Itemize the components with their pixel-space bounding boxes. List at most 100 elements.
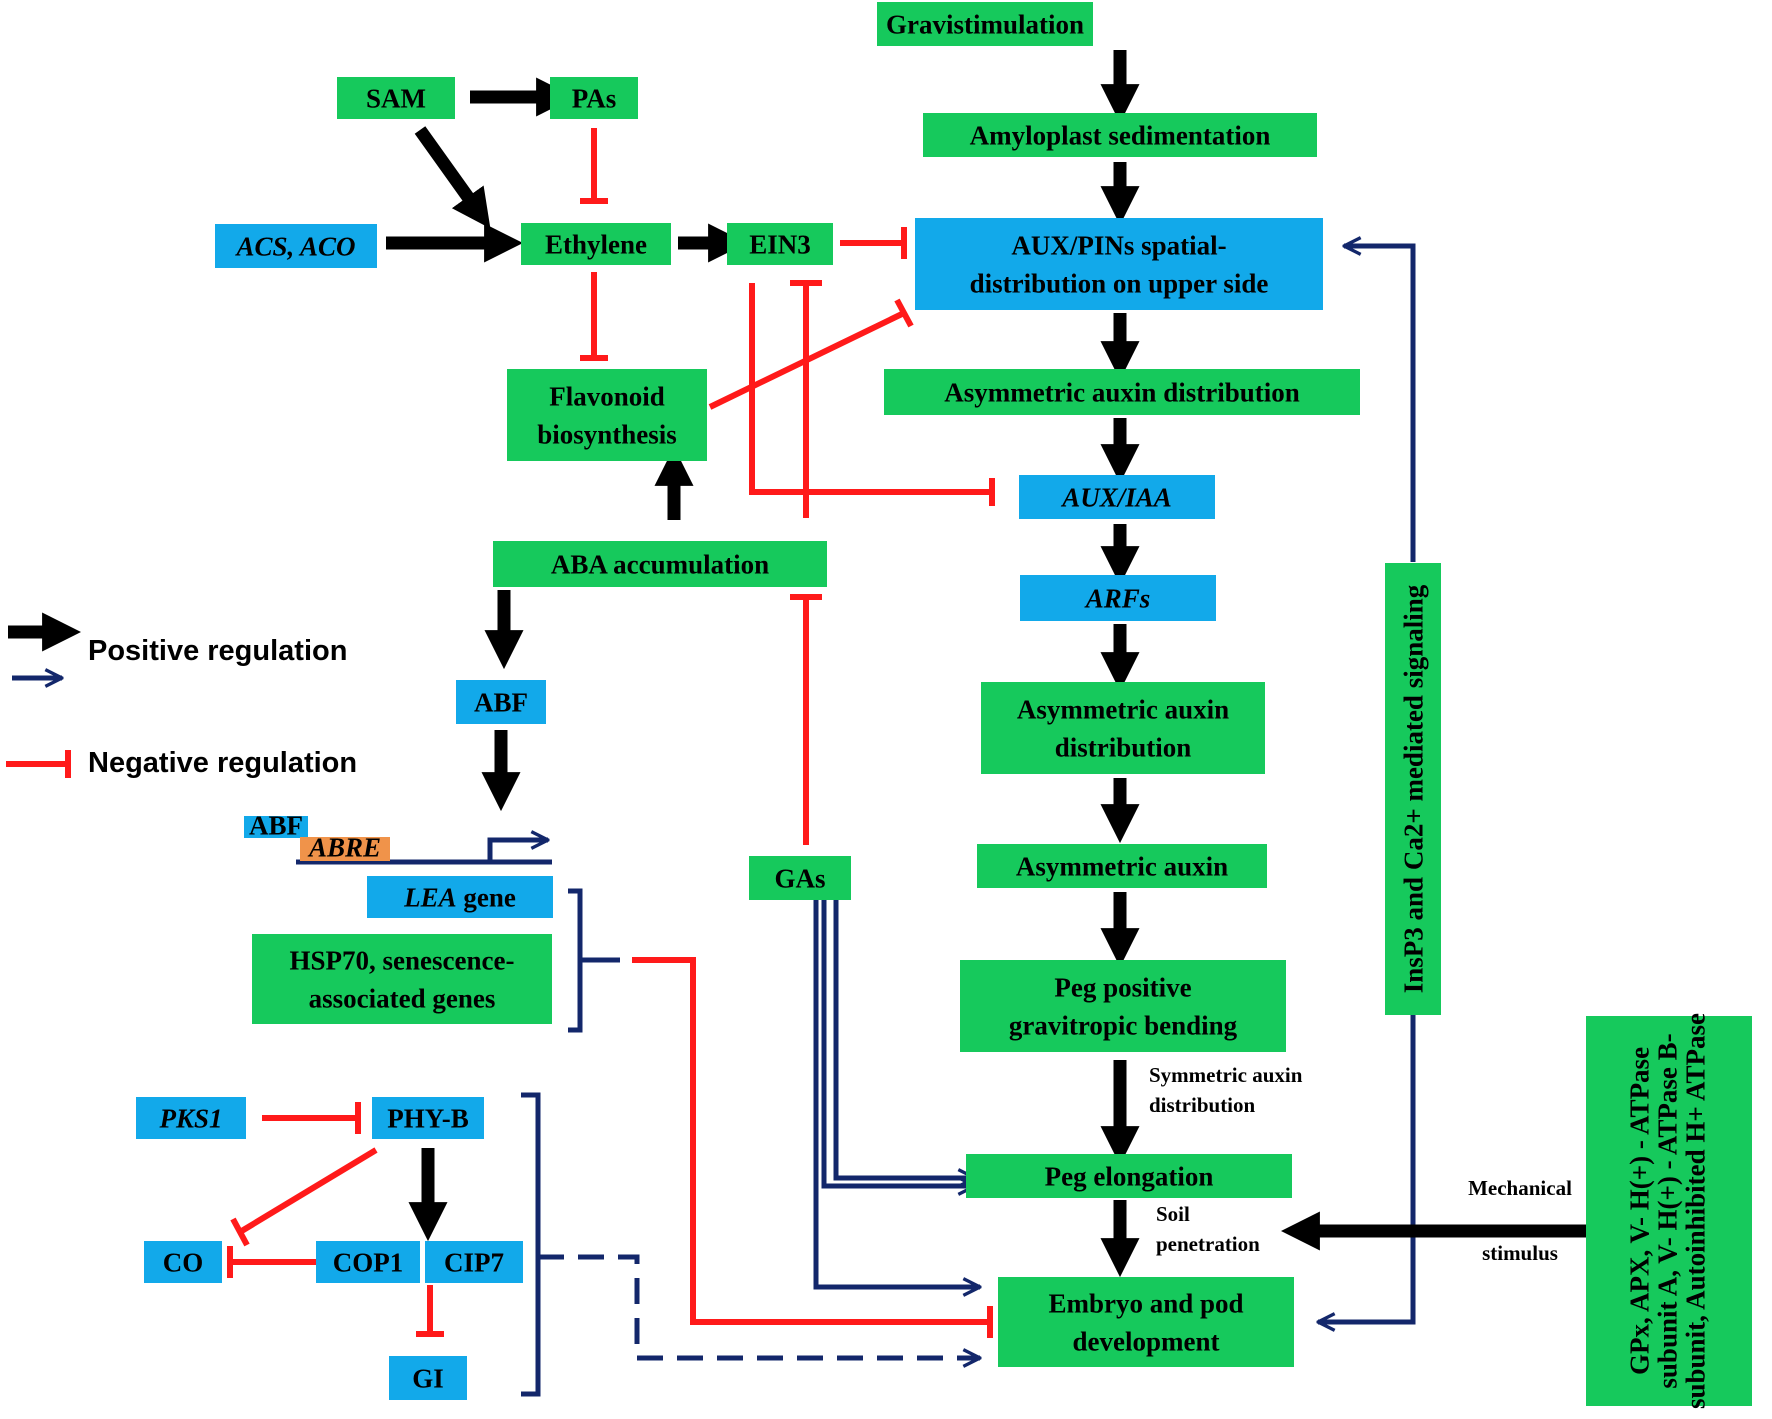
positive-signal-32	[821, 900, 975, 1186]
node-amyloplast-sedimentation: Amyloplast sedimentation	[923, 113, 1317, 157]
node-peg-elongation-label: Peg elongation	[1045, 1161, 1214, 1191]
node-gpx-atpase-proteins-box	[1586, 1016, 1752, 1406]
node-acs-aco-box	[215, 224, 377, 268]
node-pas-box	[550, 77, 638, 119]
node-abre-label: ABRE	[307, 832, 381, 862]
node-ethylene-box	[521, 223, 671, 265]
node-aux-pins-distribution: AUX/PINs spatial-distribution on upper s…	[915, 218, 1323, 310]
node-hsp70-senescence-label: HSP70, senescence-associated genes	[290, 945, 515, 1013]
node-abf-small-box	[244, 816, 308, 838]
node-cip7-box	[425, 1241, 523, 1283]
node-asymmetric-auxin: Asymmetric auxin	[977, 844, 1267, 888]
node-pks1: PKS1	[136, 1097, 246, 1139]
positive-signal-34	[833, 900, 975, 1178]
node-abf-small: ABF	[244, 810, 308, 840]
node-co-box	[144, 1241, 222, 1283]
node-aux-pins-distribution-box	[915, 218, 1323, 310]
node-amyloplast-sedimentation-label: Amyloplast sedimentation	[970, 120, 1271, 150]
node-ein3-box	[727, 223, 833, 265]
node-aba-accumulation-label: ABA accumulation	[551, 549, 769, 579]
negative-inhibition-18	[749, 283, 995, 506]
negative-inhibition-20	[790, 594, 822, 845]
node-ein3: EIN3	[727, 223, 833, 265]
negative-inhibition-28	[230, 1147, 378, 1247]
node-embryo-pod-development-box	[998, 1277, 1294, 1367]
node-abf-box	[456, 680, 546, 724]
node-gpx-atpase-proteins-label: GPx, APX, V- H(+) - ATPasesubunit A, V- …	[1624, 1013, 1710, 1409]
node-pks1-box	[136, 1097, 246, 1139]
node-peg-elongation: Peg elongation	[966, 1154, 1292, 1198]
node-aba-accumulation: ABA accumulation	[493, 541, 827, 587]
node-phy-b-label: PHY-B	[387, 1103, 469, 1133]
node-pas-label: PAs	[572, 83, 617, 113]
node-cop1: COP1	[316, 1241, 420, 1283]
legend-negative-label: Negative regulation	[88, 747, 357, 779]
positive-signal-35	[1344, 246, 1416, 562]
node-abf-label: ABF	[474, 687, 528, 717]
node-asymmetric-auxin-distribution-1: Asymmetric auxin distribution	[884, 369, 1360, 415]
node-abre: ABRE	[300, 832, 390, 862]
node-pas: PAs	[550, 77, 638, 119]
note-stimulus: stimulus	[1482, 1241, 1558, 1265]
negative-inhibition-19	[790, 280, 822, 518]
node-gi-box	[389, 1356, 467, 1400]
node-gravistimulation-label: Gravistimulation	[886, 9, 1084, 39]
node-acs-aco-label: ACS, ACO	[234, 231, 355, 261]
node-co: CO	[144, 1241, 222, 1283]
negative-inhibition-29	[227, 1246, 316, 1278]
node-peg-gravitropic-bending-box	[960, 960, 1286, 1052]
node-ethylene-label: Ethylene	[545, 229, 647, 259]
negative-inhibition-16	[840, 227, 907, 259]
node-arfs-label: ARFs	[1084, 583, 1151, 613]
node-peg-elongation-box	[966, 1154, 1292, 1198]
node-gravistimulation: Gravistimulation	[877, 2, 1093, 46]
node-sam: SAM	[337, 77, 455, 119]
positive-arrow-11	[414, 126, 491, 229]
node-asymmetric-auxin-distribution-2-box	[981, 682, 1265, 774]
node-gas-box	[749, 856, 851, 900]
phyb-bracket	[521, 1092, 541, 1397]
node-gpx-atpase-proteins: GPx, APX, V- H(+) - ATPasesubunit A, V- …	[1586, 1013, 1752, 1409]
node-sam-label: SAM	[366, 83, 426, 113]
negative-inhibition-14	[580, 128, 608, 204]
node-cop1-box	[316, 1241, 420, 1283]
node-abre-box	[300, 837, 390, 861]
node-insp3-ca-signaling-label: InsP3 and Ca2+ mediated signaling	[1398, 584, 1428, 993]
node-gi: GI	[389, 1356, 467, 1400]
negative-inhibition-30	[416, 1285, 444, 1337]
node-sam-box	[337, 77, 455, 119]
node-hsp70-senescence: HSP70, senescence-associated genes	[252, 934, 552, 1024]
node-gravistimulation-box	[877, 2, 1093, 46]
negative-inhibition-27	[262, 1102, 361, 1134]
node-insp3-ca-signaling-box	[1385, 563, 1441, 1015]
node-lea-gene-box	[367, 876, 553, 918]
node-phy-b-box	[372, 1097, 484, 1139]
node-asymmetric-auxin-box	[977, 844, 1267, 888]
node-abf-small-label: ABF	[249, 810, 303, 840]
node-aba-accumulation-box	[493, 541, 827, 587]
node-pks1-label: PKS1	[158, 1103, 222, 1133]
positive-signal-36	[1318, 1014, 1416, 1322]
negative-inhibition-17	[708, 298, 914, 410]
positive-signal-25	[538, 1254, 980, 1358]
gene-bracket	[568, 888, 583, 1033]
node-aux-iaa: AUX/IAA	[1019, 475, 1215, 519]
node-ethylene: Ethylene	[521, 223, 671, 265]
node-asymmetric-auxin-distribution-1-label: Asymmetric auxin distribution	[944, 377, 1300, 407]
node-arfs-box	[1020, 575, 1216, 621]
node-lea-gene: LEA gene	[367, 876, 553, 918]
node-aux-pins-distribution-label: AUX/PINs spatial-distribution on upper s…	[970, 230, 1269, 298]
